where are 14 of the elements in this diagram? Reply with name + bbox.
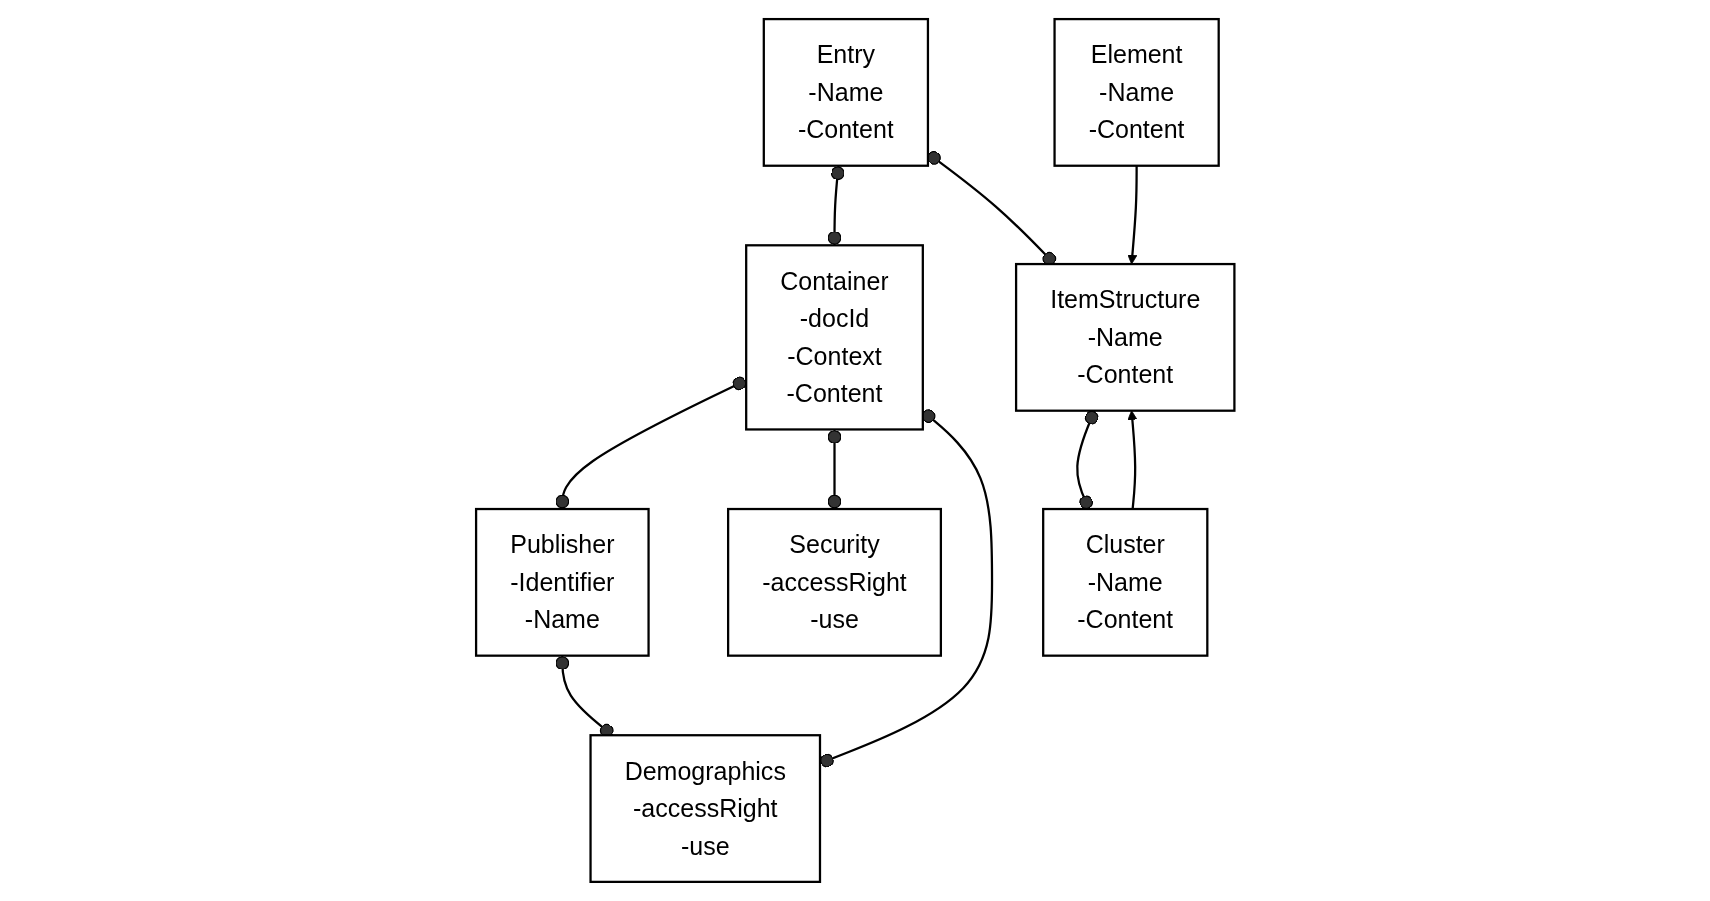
node-box: Demographics -accessRight -use (589, 734, 821, 884)
node-box: Element -Name -Content (1053, 17, 1220, 167)
connector (827, 429, 842, 510)
node-box: Security -accessRight -use (726, 507, 942, 657)
arrow (1127, 410, 1138, 510)
node-box: Cluster -Name -Content (1041, 507, 1209, 657)
connector (1075, 410, 1099, 510)
node-box: ItemStructure -Name -Content (1014, 262, 1236, 412)
connector (819, 409, 993, 768)
connector (827, 165, 845, 246)
arrow (1127, 165, 1138, 265)
node-box: Container -docId -Context -Content (744, 244, 924, 431)
node-box: Publisher -Identifier -Name (474, 507, 650, 657)
node-box: Entry -Name -Content (762, 17, 929, 167)
